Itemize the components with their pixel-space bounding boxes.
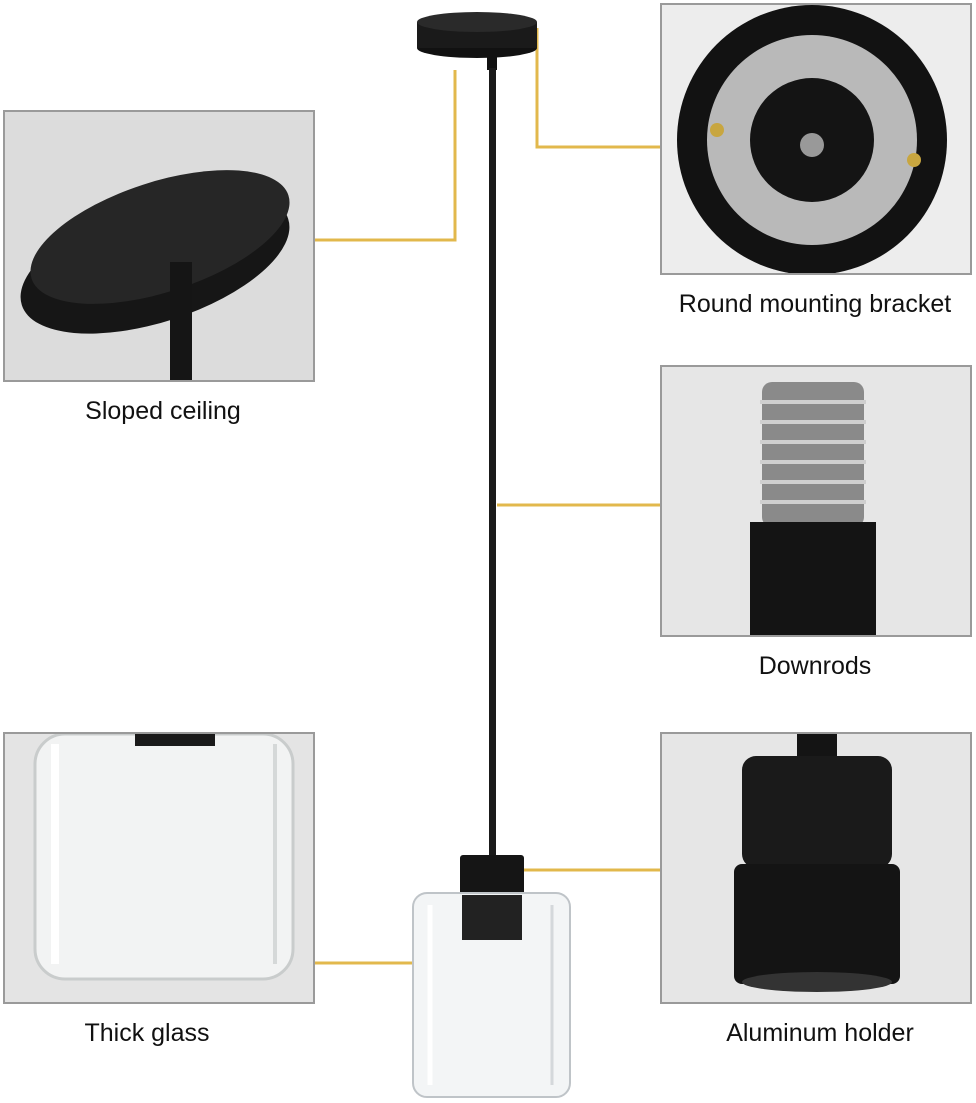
mounting-bracket-photo: [660, 3, 972, 275]
socket-holder: [460, 855, 524, 895]
canopy-nut: [487, 56, 497, 70]
label-aluminum-holder: Aluminum holder: [726, 1019, 914, 1047]
downrod: [489, 68, 496, 858]
label-downrods: Downrods: [758, 652, 872, 680]
sloped-ceiling-photo: [3, 110, 315, 382]
glass-shade: [412, 892, 571, 1098]
downrods-photo: [660, 365, 972, 637]
thick-glass-photo: [3, 732, 315, 1004]
leader-line-sloped-ceiling: [313, 70, 457, 242]
leader-line-bracket: [535, 28, 660, 149]
leader-lines: [313, 28, 660, 965]
label-mounting-bracket: Round mounting bracket: [678, 290, 952, 318]
label-sloped-ceiling: Sloped ceiling: [85, 397, 241, 425]
aluminum-holder-photo: [660, 732, 972, 1004]
canopy: [417, 12, 537, 58]
label-thick-glass: Thick glass: [84, 1019, 210, 1047]
